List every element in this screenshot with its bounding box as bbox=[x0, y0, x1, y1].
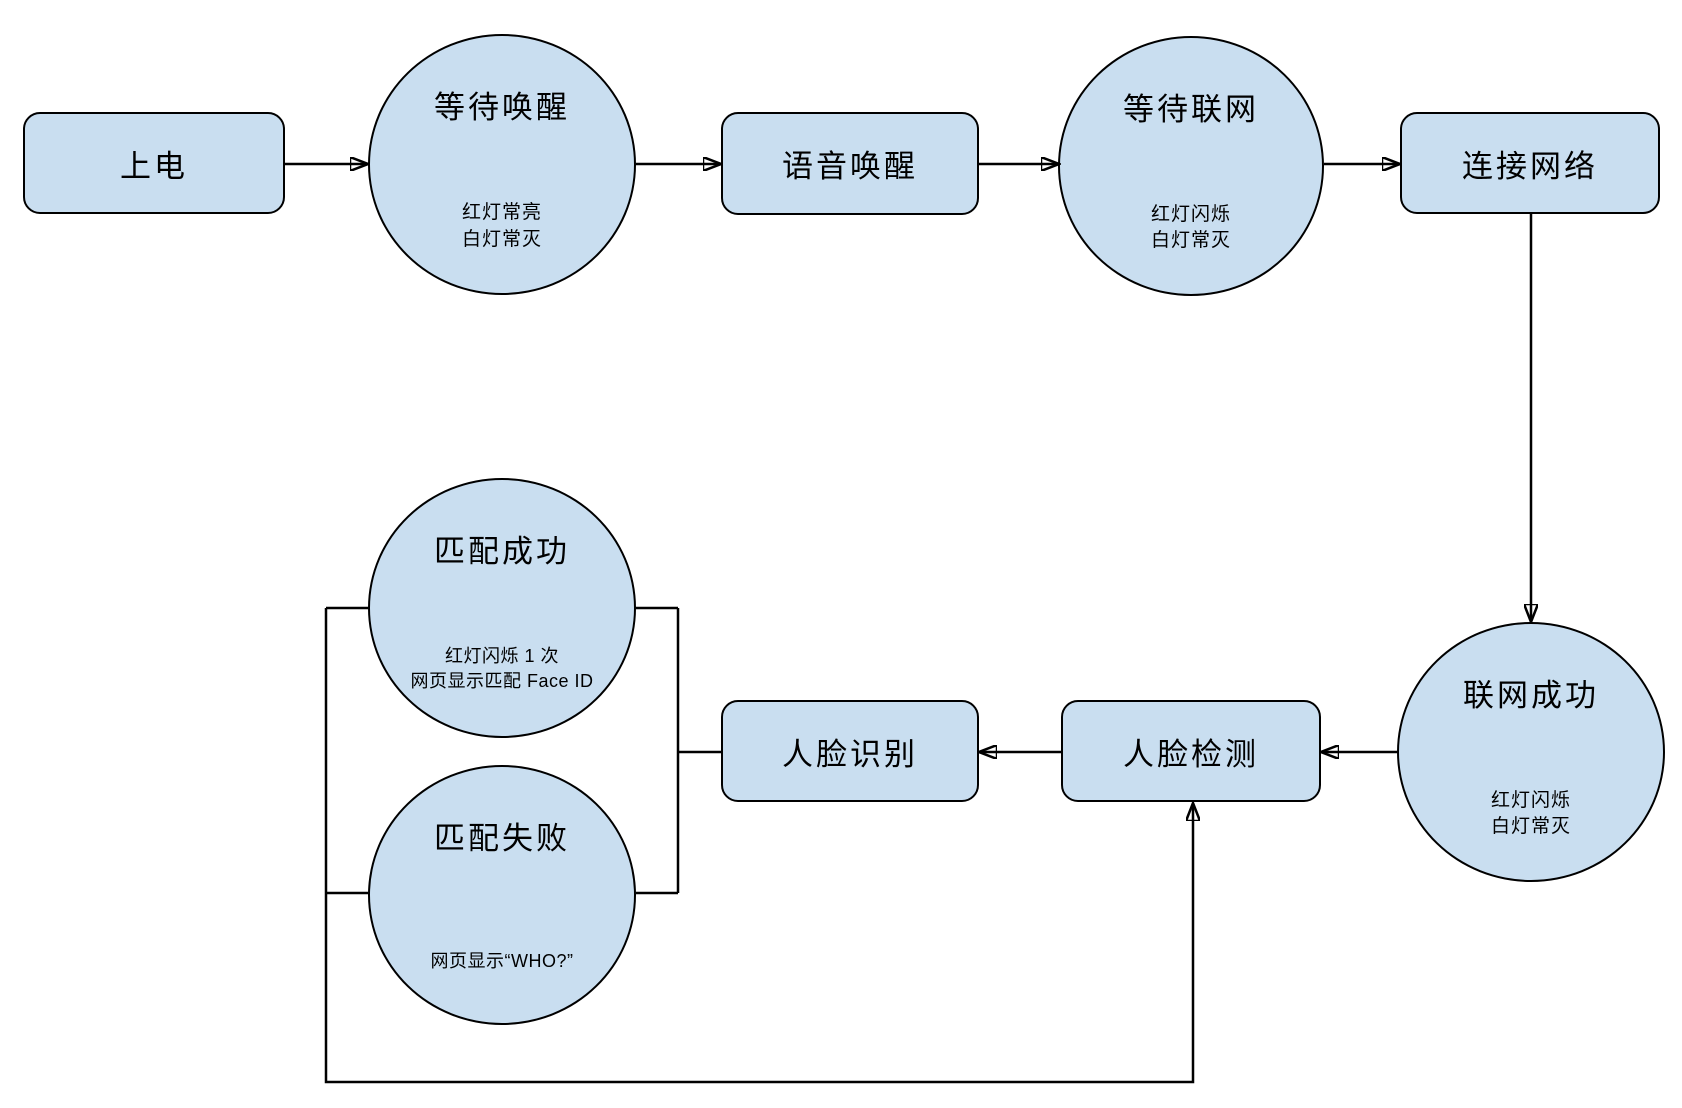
note-line: 红灯闪烁 1 次 bbox=[444, 645, 559, 666]
note-line: 网页显示匹配 Face ID bbox=[410, 671, 594, 692]
node-face-detection: 人脸检测 bbox=[1061, 700, 1321, 802]
node-face-detection-label: 人脸检测 bbox=[1123, 736, 1259, 772]
node-match-fail-label: 匹配失败 bbox=[434, 821, 570, 857]
node-voice-wake-label: 语音唤醒 bbox=[782, 149, 918, 184]
node-wait-network-label: 等待联网 bbox=[1123, 92, 1259, 128]
node-match-success: 匹配成功 红灯闪烁 1 次 网页显示匹配 Face ID bbox=[368, 478, 636, 738]
note-line: 红灯常亮 bbox=[461, 202, 542, 224]
node-connect-network-label: 连接网络 bbox=[1462, 148, 1598, 184]
note-line: 红灯闪烁 bbox=[1150, 203, 1231, 225]
node-match-fail-notes: 网页显示“WHO?” bbox=[370, 949, 634, 974]
node-wait-wake: 等待唤醒 红灯常亮 白灯常灭 bbox=[368, 34, 636, 295]
node-wait-wake-label: 等待唤醒 bbox=[434, 90, 570, 126]
note-line: 白灯常灭 bbox=[1150, 230, 1231, 252]
node-wait-network: 等待联网 红灯闪烁 白灯常灭 bbox=[1058, 36, 1324, 296]
node-match-success-notes: 红灯闪烁 1 次 网页显示匹配 Face ID bbox=[370, 644, 634, 694]
edge-facerecognition-to-match-bracket bbox=[636, 606, 721, 895]
node-match-fail: 匹配失败 网页显示“WHO?” bbox=[368, 765, 636, 1025]
node-face-recognition: 人脸识别 bbox=[721, 700, 979, 802]
note-line: 网页显示“WHO?” bbox=[430, 950, 574, 971]
node-voice-wake: 语音唤醒 bbox=[721, 112, 979, 215]
node-wait-wake-notes: 红灯常亮 白灯常灭 bbox=[370, 200, 634, 253]
node-network-success: 联网成功 红灯闪烁 白灯常灭 bbox=[1397, 622, 1665, 882]
node-wait-network-notes: 红灯闪烁 白灯常灭 bbox=[1060, 202, 1322, 255]
node-network-success-notes: 红灯闪烁 白灯常灭 bbox=[1399, 788, 1663, 841]
note-line: 白灯常灭 bbox=[1490, 816, 1571, 838]
node-power-on: 上电 bbox=[23, 112, 285, 214]
node-connect-network: 连接网络 bbox=[1400, 112, 1660, 214]
note-line: 红灯闪烁 bbox=[1490, 789, 1571, 811]
node-network-success-label: 联网成功 bbox=[1463, 678, 1599, 714]
node-power-on-label: 上电 bbox=[120, 148, 188, 184]
note-line: 白灯常灭 bbox=[461, 229, 542, 251]
node-match-success-label: 匹配成功 bbox=[434, 534, 570, 570]
node-face-recognition-label: 人脸识别 bbox=[782, 736, 918, 772]
